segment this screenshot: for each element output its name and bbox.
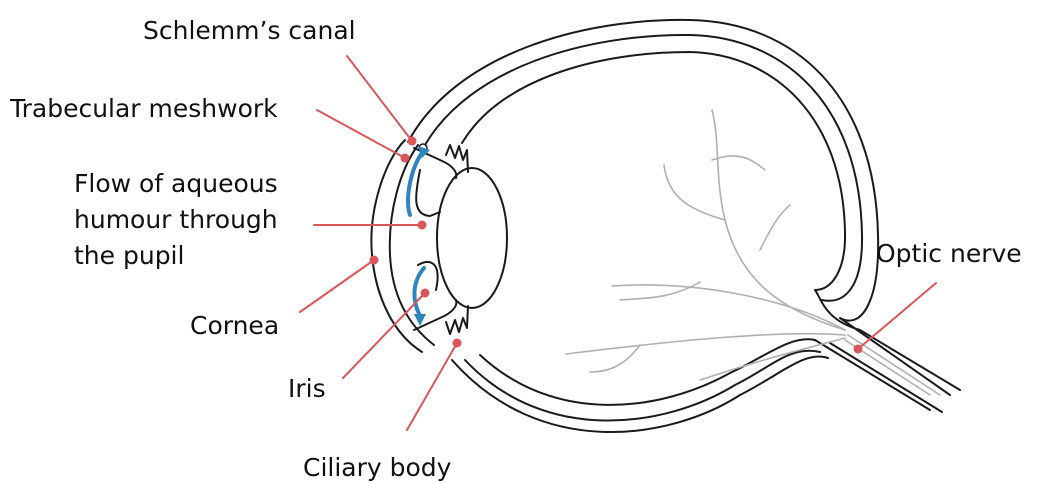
- leader-trabecular-meshwork: [317, 110, 405, 158]
- aqueous-flow-label-line3: the pupil: [74, 238, 278, 274]
- leader-cornea: [300, 260, 374, 312]
- schlemms-canal-label: Schlemm’s canal: [143, 18, 356, 43]
- trabecular-meshwork-label: Trabecular meshwork: [10, 96, 278, 121]
- leader-dots: [370, 137, 863, 354]
- leader-schlemms-canal: [347, 56, 412, 141]
- cornea-label: Cornea: [190, 313, 279, 338]
- lens: [437, 168, 507, 308]
- aqueous-flow-label: Flow of aqueous humour through the pupil: [74, 166, 278, 274]
- leader-ciliary-body: [407, 343, 457, 430]
- retina-layer-lower: [480, 339, 815, 405]
- iris-label: Iris: [288, 376, 326, 401]
- ciliary-lower: [446, 306, 468, 334]
- aqueous-flow-label-line2: humour through: [74, 202, 278, 238]
- iris-upper-fold: [416, 170, 440, 216]
- aqueous-flow-label-line1: Flow of aqueous: [74, 166, 278, 202]
- iris-lower-fold: [418, 262, 438, 290]
- ciliary-upper: [446, 145, 468, 172]
- retina-layer: [462, 52, 845, 290]
- ciliary-body-label: Ciliary body: [303, 455, 451, 480]
- leader-optic-nerve: [858, 283, 936, 349]
- leader-lines: [300, 56, 936, 430]
- optic-nerve-label: Optic nerve: [876, 241, 1022, 266]
- choroid-layer: [425, 35, 862, 301]
